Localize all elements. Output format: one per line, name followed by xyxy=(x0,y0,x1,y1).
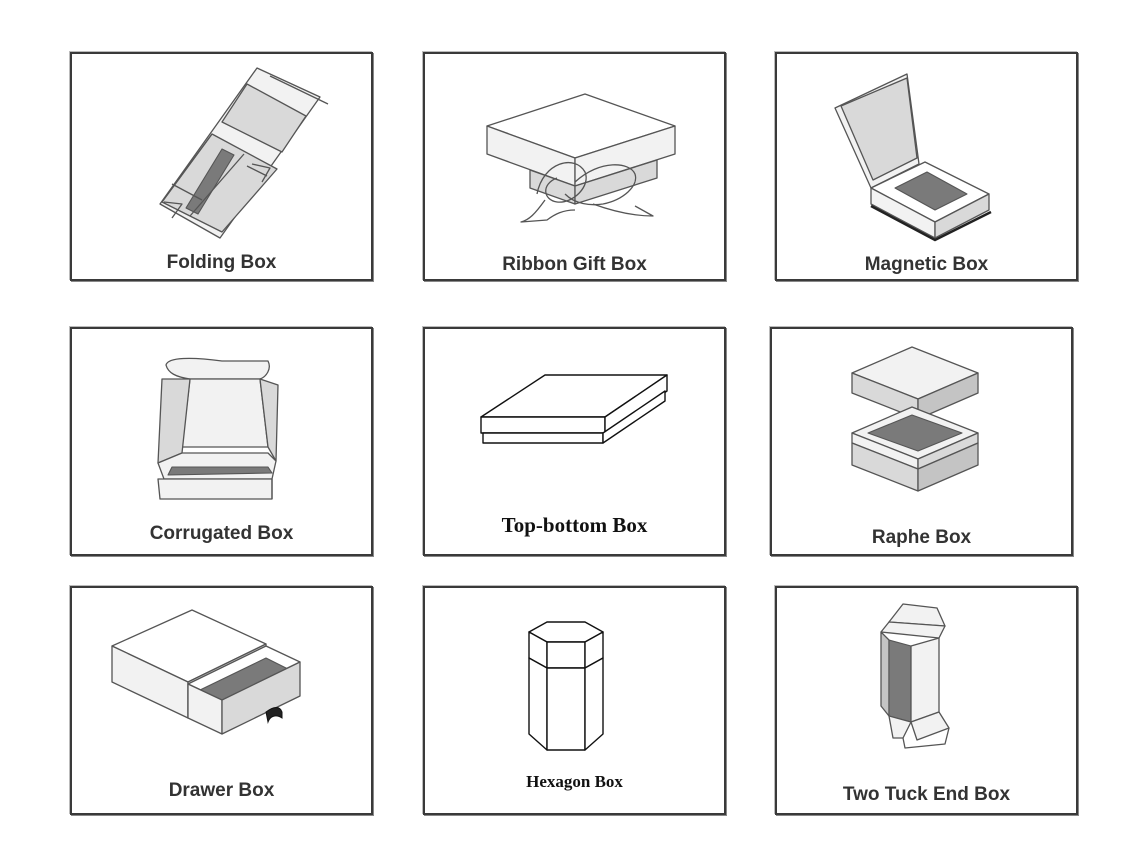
box-card-raphe: Raphe Box xyxy=(770,327,1073,556)
magnetic-box-icon xyxy=(834,73,992,242)
corrugated-box-icon xyxy=(157,357,279,500)
box-label: Two Tuck End Box xyxy=(842,784,1011,805)
folding-box-icon xyxy=(159,67,329,239)
box-card-folding: Folding Box xyxy=(70,52,373,281)
box-card-drawer: Drawer Box xyxy=(70,586,373,815)
top-bottom-box-icon xyxy=(480,374,668,444)
box-card-hexagon: Hexagon Box xyxy=(423,586,726,815)
box-label: Hexagon Box xyxy=(526,772,623,791)
box-label: Folding Box xyxy=(166,252,277,273)
raphe-box-icon xyxy=(851,346,979,492)
box-card-two-tuck-end: Two Tuck End Box xyxy=(775,586,1078,815)
box-label: Top-bottom Box xyxy=(501,513,648,537)
box-card-top-bottom: Top-bottom Box xyxy=(423,327,726,556)
ribbon-gift-box-icon xyxy=(486,93,676,223)
box-label: Ribbon Gift Box xyxy=(502,254,647,275)
box-card-ribbon-gift: Ribbon Gift Box xyxy=(423,52,726,281)
box-label: Raphe Box xyxy=(871,527,972,548)
box-label: Magnetic Box xyxy=(864,254,989,275)
box-label: Corrugated Box xyxy=(149,523,294,544)
drawer-box-icon xyxy=(111,609,301,735)
two-tuck-end-box-icon xyxy=(880,603,950,749)
hexagon-box-icon xyxy=(528,621,604,751)
box-card-magnetic: Magnetic Box xyxy=(775,52,1078,281)
box-card-corrugated: Corrugated Box xyxy=(70,327,373,556)
box-label: Drawer Box xyxy=(168,780,275,801)
